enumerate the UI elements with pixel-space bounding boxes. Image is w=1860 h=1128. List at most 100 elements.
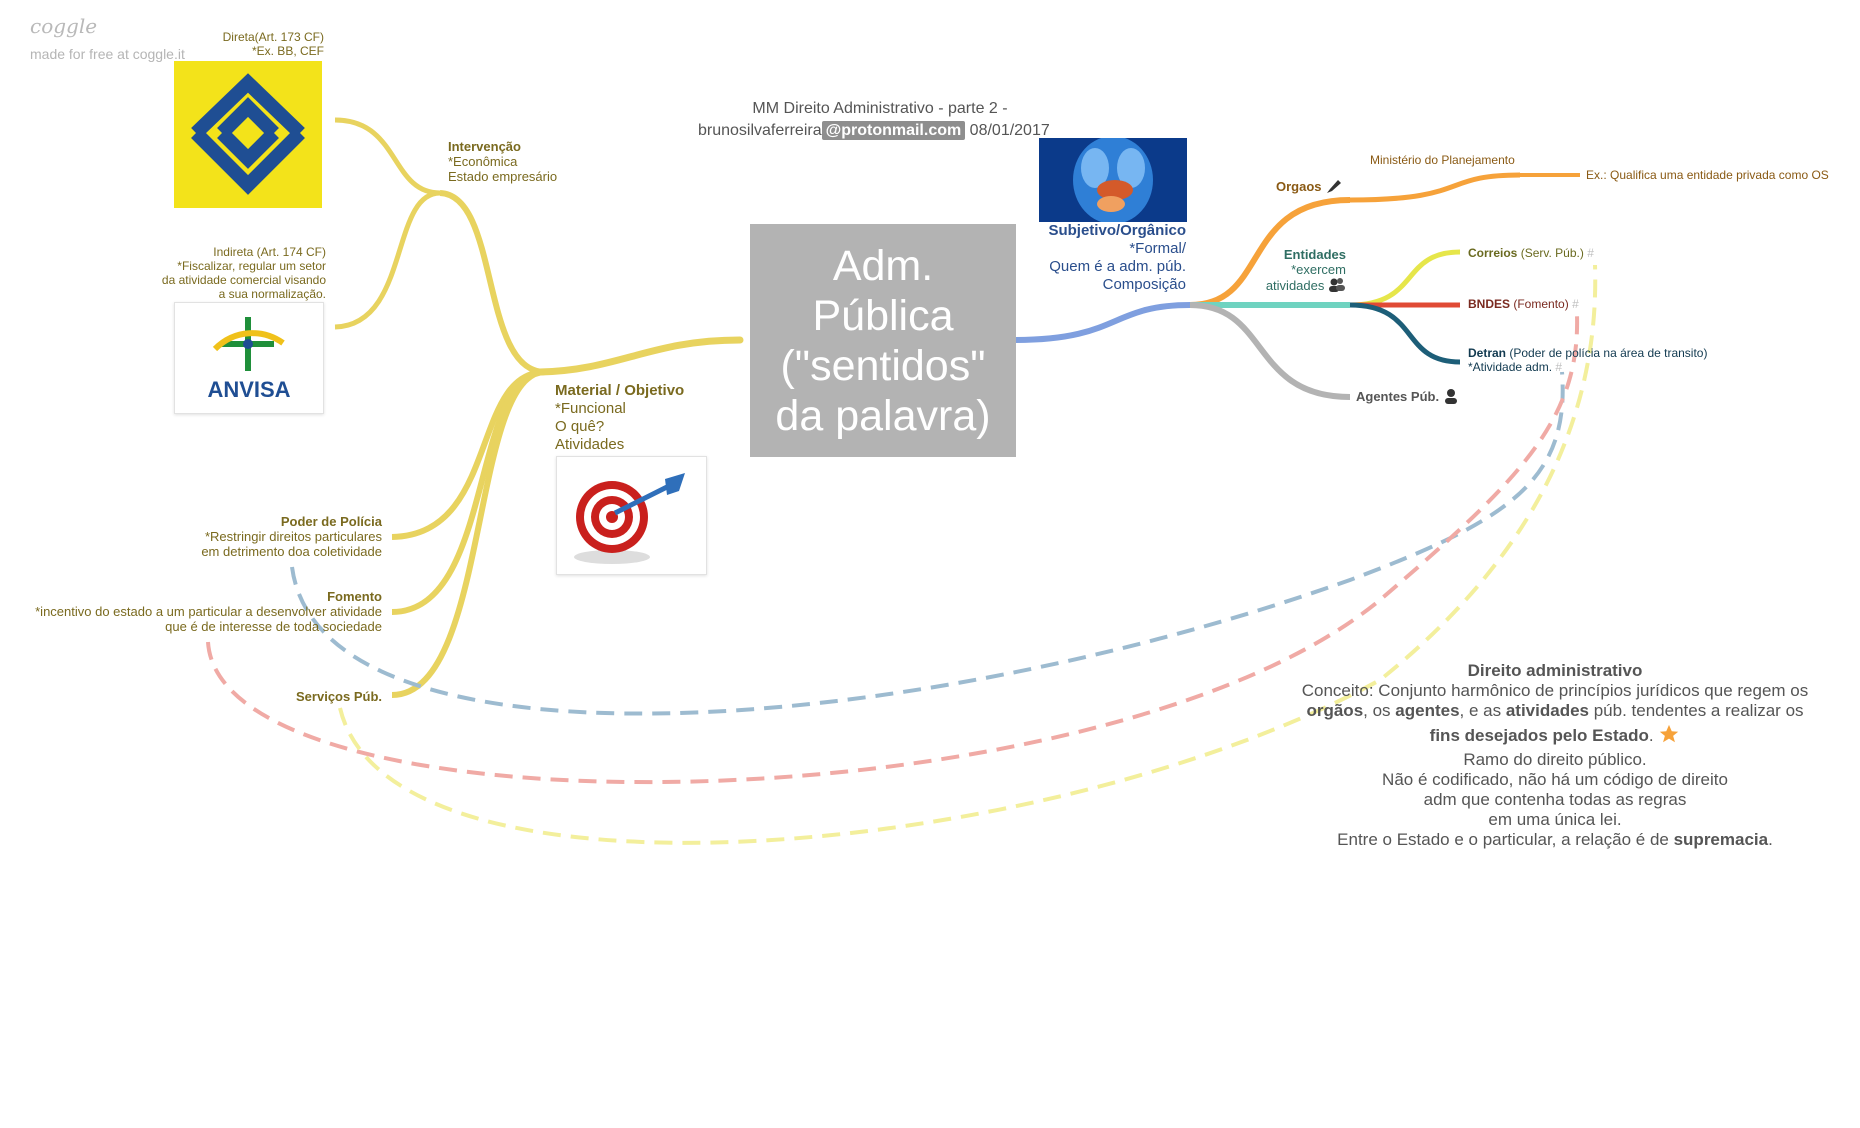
definition-line1: Conceito: Conjunto harmônico de princípi… (1301, 681, 1809, 700)
star-icon (1658, 723, 1680, 750)
branch-to-orgaos (1189, 197, 1351, 308)
fomento-node[interactable]: Fomento *incentivo do estado a um partic… (10, 589, 382, 634)
poder-policia-node[interactable]: Poder de Polícia *Restringir direitos pa… (130, 514, 382, 559)
bndes-name: BNDES (1468, 297, 1511, 311)
anvisa-logo-text: ANVISA (207, 377, 291, 402)
poder-policia-line1: *Restringir direitos particulares (204, 529, 382, 544)
branch-to-agentes (1189, 302, 1351, 400)
branch-to-ministerio (1349, 172, 1521, 203)
definition-text: . (1768, 830, 1773, 849)
people-icon (1328, 277, 1346, 296)
definition-line8: Entre o Estado e o particular, a relação… (1290, 830, 1820, 850)
map-title-line2: brunosilvaferreira@protonmail.com 08/01/… (698, 121, 1050, 140)
human-organs-icon (1039, 136, 1187, 224)
orgaos-node[interactable]: Orgaos (1276, 177, 1343, 198)
definition-line5: Não é codificado, não há um código de di… (1382, 770, 1728, 789)
branch-to-detran (1349, 302, 1461, 365)
definition-orgaos: orgãos (1306, 701, 1364, 720)
definition-agentes: agentes (1395, 701, 1460, 720)
cross-link-poder-policia-to-detran (290, 371, 1565, 716)
bndes-detail: (Fomento) (1513, 297, 1569, 311)
subjetivo-line1: *Formal/ (1129, 240, 1186, 257)
ministerio-node[interactable]: Ministério do Planejamento (1370, 153, 1515, 167)
correios-link-hash[interactable]: # (1587, 246, 1594, 260)
poder-policia-title: Poder de Polícia (280, 514, 382, 529)
definition-title: Direito administrativo (1467, 661, 1643, 680)
intervencao-title: Intervenção (448, 139, 521, 154)
dart-target-icon (556, 456, 707, 575)
branch-to-correios (1349, 249, 1461, 308)
subjetivo-node[interactable]: Subjetivo/Orgânico *Formal/ Quem é a adm… (1000, 222, 1186, 294)
indireta-line1: Indireta (Art. 174 CF) (213, 245, 326, 259)
definition-fins: fins desejados pelo Estado (1429, 725, 1649, 745)
cross-link-fomento-to-bndes (206, 314, 1580, 785)
definition-text: , os (1363, 701, 1396, 720)
map-title-line1: MM Direito Administrativo - parte 2 - (752, 100, 1008, 117)
definition-line2: orgãos, os agentes, e as atividades púb.… (1290, 701, 1820, 721)
central-node-text: Adm. Pública ("sentidos" da palavra) (775, 241, 991, 440)
cross-link-servicos-to-correios (338, 264, 1598, 845)
intervencao-line2: Estado empresário (448, 169, 558, 184)
branch-to-direta (334, 117, 441, 196)
material-line3: Atividades (555, 436, 625, 453)
subjetivo-title: Subjetivo/Orgânico (1048, 222, 1186, 239)
branch-to-servicos (391, 369, 546, 698)
detran-name: Detran (1468, 346, 1507, 360)
branch-to-intervencao (439, 190, 546, 375)
fomento-title: Fomento (327, 589, 382, 604)
subjetivo-line3: Composição (1102, 276, 1186, 293)
definition-line4: Ramo do direito público. (1463, 750, 1647, 769)
definition-line7: em uma única lei. (1488, 810, 1622, 829)
poder-policia-line2: em detrimento doa coletividade (201, 544, 382, 559)
detran-node[interactable]: Detran (Poder de polícia na área de tran… (1468, 346, 1707, 374)
bndes-node[interactable]: BNDES (Fomento) # (1468, 297, 1579, 311)
pen-icon (1325, 177, 1343, 198)
email-badge[interactable]: @protonmail.com (821, 121, 966, 140)
indireta-line2: *Fiscalizar, regular um setor (177, 259, 326, 273)
entidades-line1: *exercem (1291, 262, 1346, 277)
branch-to-indireta (334, 190, 441, 330)
definition-text: , e as (1459, 701, 1506, 720)
indireta-line3: da atividade comercial visando (161, 273, 326, 287)
definition-line6: adm que contenha todas as regras (1423, 790, 1687, 809)
made-for-label: made for free at coggle.it (30, 46, 185, 62)
direta-node[interactable]: Direta(Art. 173 CF) *Ex. BB, CEF (170, 30, 324, 58)
bndes-link-hash[interactable]: # (1572, 297, 1579, 311)
detran-link-hash[interactable]: # (1555, 360, 1563, 374)
author-name: brunosilvaferreira (698, 122, 822, 139)
detran-detail: (Poder de polícia na área de transito) (1509, 346, 1708, 360)
material-title: Material / Objetivo (555, 382, 685, 399)
indireta-line4: a sua normalização. (218, 287, 326, 301)
servicos-node[interactable]: Serviços Púb. (296, 689, 382, 704)
definition-text: púb. tendentes a realizar os (1589, 701, 1804, 720)
central-node[interactable]: Adm. Pública ("sentidos" da palavra) (750, 224, 1016, 457)
orgaos-title: Orgaos (1276, 178, 1322, 194)
material-line2: O quê? (555, 418, 605, 435)
correios-node[interactable]: Correios (Serv. Púb.) # (1468, 246, 1594, 260)
entidades-node[interactable]: Entidades *exercem atividades (1250, 247, 1346, 296)
agentes-title: Agentes Púb. (1356, 388, 1440, 404)
definition-block: Direito administrativo Conceito: Conjunt… (1290, 661, 1820, 850)
intervencao-line1: *Econômica (448, 154, 518, 169)
entidades-line2: atividades (1265, 277, 1325, 293)
title-date: 08/01/2017 (969, 122, 1050, 139)
material-node[interactable]: Material / Objetivo *Funcional O quê? At… (555, 382, 684, 454)
branch-central-to-subjetivo (1014, 302, 1191, 343)
coggle-brand: coggle (30, 14, 98, 38)
banco-do-brasil-logo (174, 61, 322, 208)
anvisa-logo: ANVISA (174, 302, 324, 414)
agentes-node[interactable]: Agentes Púb. (1356, 388, 1459, 407)
definition-atividades: atividades (1505, 701, 1589, 720)
definition-text: Entre o Estado e o particular, a relação… (1337, 830, 1674, 849)
indireta-node[interactable]: Indireta (Art. 174 CF) *Fiscalizar, regu… (140, 245, 326, 301)
qualifica-node[interactable]: Ex.: Qualifica uma entidade privada como… (1586, 168, 1829, 182)
entidades-title: Entidades (1283, 247, 1346, 262)
detran-line2: *Atividade adm. (1468, 360, 1553, 374)
intervencao-node[interactable]: Intervenção *Econômica Estado empresário (448, 139, 557, 184)
direta-line1: Direta(Art. 173 CF) (222, 30, 324, 44)
definition-supremacia: supremacia (1673, 830, 1769, 849)
branch-to-poder-policia (391, 369, 546, 540)
direta-line2: *Ex. BB, CEF (251, 44, 324, 58)
person-icon (1443, 388, 1459, 407)
branch-central-to-material (536, 336, 744, 376)
